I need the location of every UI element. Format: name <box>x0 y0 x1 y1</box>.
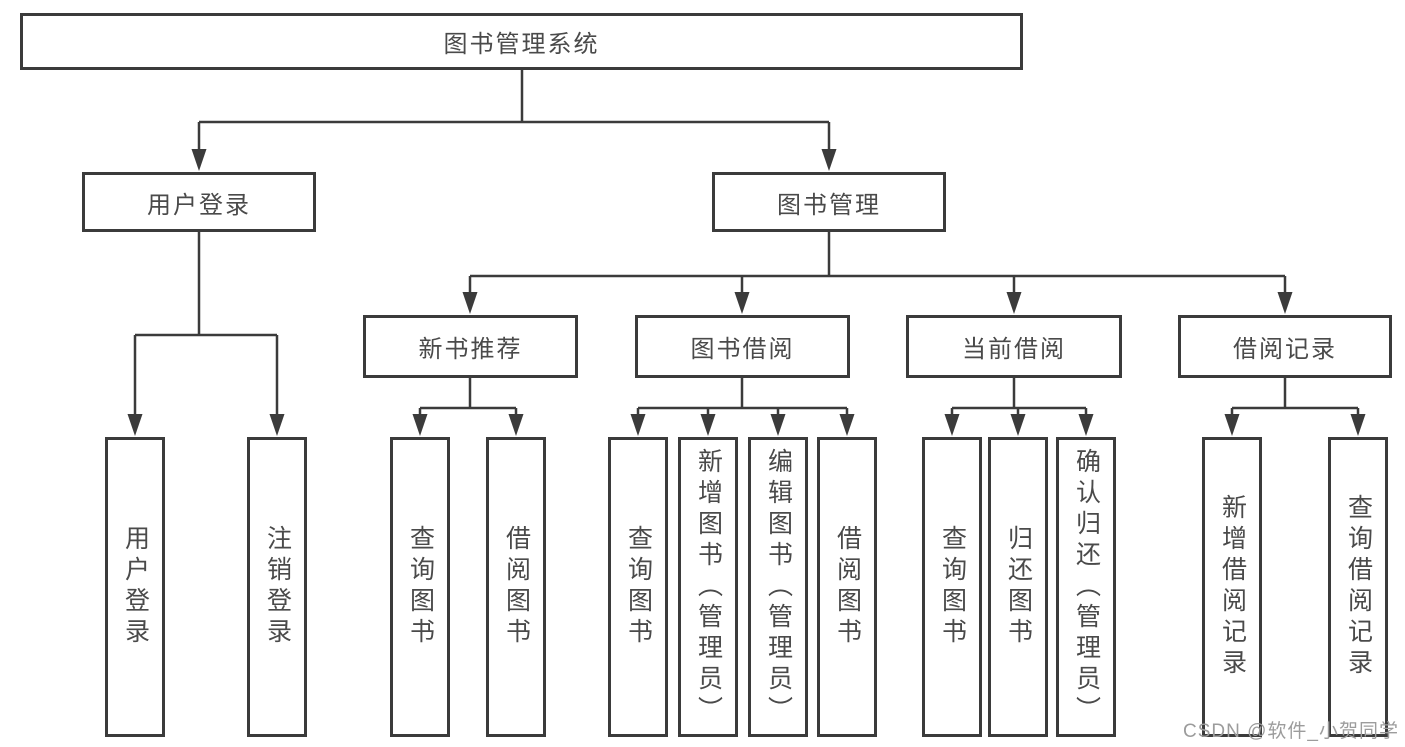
leaf-add-borrow-record: 新增借阅记录 <box>1202 437 1262 737</box>
leaf-query-books-recommend: 查询图书 <box>390 437 450 737</box>
leaf-user-login: 用户登录 <box>105 437 165 737</box>
leaf-logout: 注销登录 <box>247 437 307 737</box>
node-current-borrowing: 当前借阅 <box>906 315 1122 378</box>
leaf-query-books-current: 查询图书 <box>922 437 982 737</box>
node-root: 图书管理系统 <box>20 13 1023 70</box>
leaf-borrow-books-borrowing: 借阅图书 <box>817 437 877 737</box>
leaf-query-borrow-record: 查询借阅记录 <box>1328 437 1388 737</box>
leaf-edit-books-admin: 编辑图书（管理员） <box>748 437 808 737</box>
leaf-borrow-books-recommend: 借阅图书 <box>486 437 546 737</box>
node-borrowing-records: 借阅记录 <box>1178 315 1392 378</box>
leaf-query-books-borrowing: 查询图书 <box>608 437 668 737</box>
leaf-return-books: 归还图书 <box>988 437 1048 737</box>
csdn-watermark: CSDN @软件_小贺同学 <box>1183 721 1399 742</box>
leaf-add-books-admin: 新增图书（管理员） <box>678 437 738 737</box>
node-new-book-recommendation: 新书推荐 <box>363 315 578 378</box>
node-book-management: 图书管理 <box>712 172 946 232</box>
leaf-confirm-return-admin: 确认归还（管理员） <box>1056 437 1116 737</box>
arrowheads <box>127 149 1366 436</box>
node-user-login: 用户登录 <box>82 172 316 232</box>
node-book-borrowing: 图书借阅 <box>635 315 850 378</box>
